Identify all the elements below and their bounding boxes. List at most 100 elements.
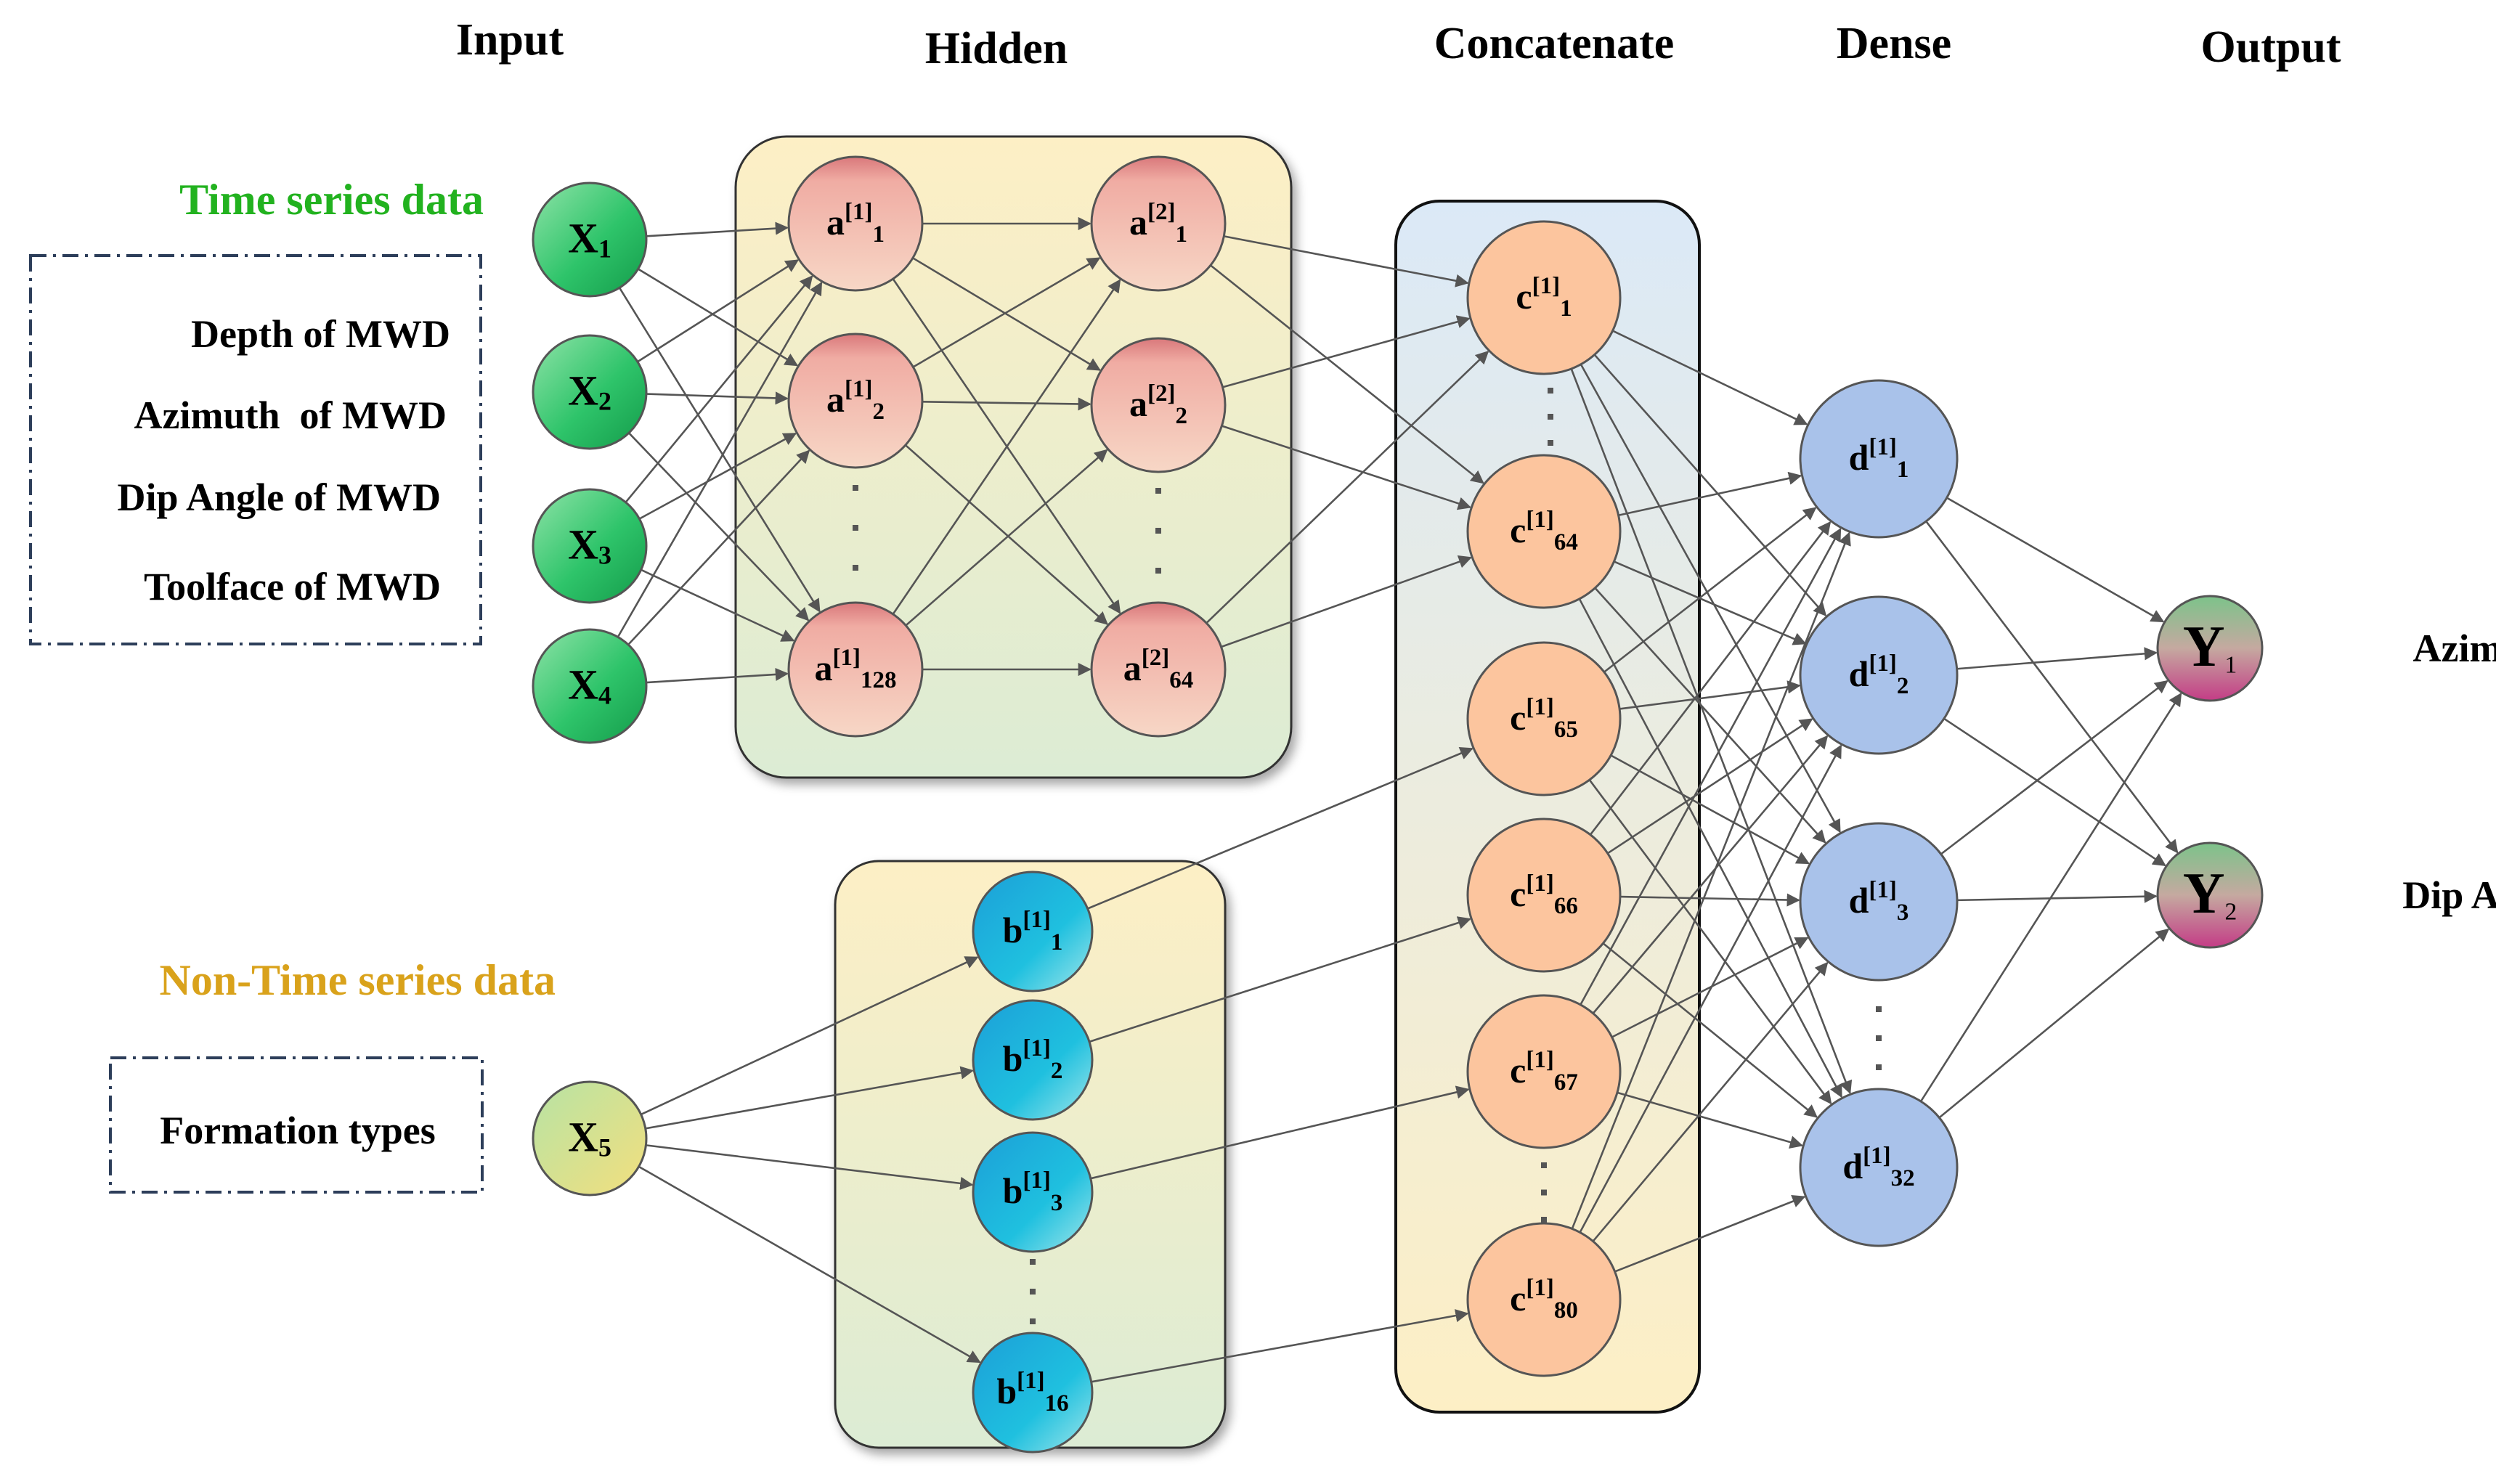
network-nodes: X1X2X3X4X5a[1]1a[1]2a[1]128a[2]1a[2]2a[2… (532, 155, 2264, 1454)
edge-x-a1-0-1 (638, 268, 799, 367)
edge-d-y-1-1 (1943, 717, 2166, 867)
edge-x-a1-3-2 (646, 667, 789, 684)
node-circle (1090, 155, 1227, 292)
node-circle (1466, 1222, 1622, 1377)
edge-a1-a2-2-1 (905, 449, 1108, 627)
node-label: d[1]2 (1849, 651, 1909, 699)
time-series-item-dip-angle: Dip Angle of MWD (118, 476, 442, 519)
ellipsis-b (1030, 1259, 1036, 1324)
node-b1-2: b[1]2 (972, 999, 1094, 1121)
header-dense: Dense (1837, 19, 1951, 68)
node-circle (532, 628, 648, 744)
node-a2-2: a[2]2 (1090, 337, 1227, 473)
edge-c-d-2-0 (1603, 507, 1817, 673)
output-label-2: Dip Angle (2402, 873, 2496, 917)
ellipsis-c-top (1548, 388, 1553, 446)
time-series-title: Time series data (179, 176, 484, 224)
edge-x-a1-2-2 (641, 568, 795, 642)
edge-c-d-3-0 (1589, 521, 1832, 836)
edge-c-d-3-3 (1602, 942, 1818, 1118)
edge-x-a1-3-1 (627, 449, 810, 645)
node-label: d[1]3 (1849, 877, 1909, 926)
node-circle (532, 334, 648, 450)
edge-c-d-1-1 (1613, 560, 1807, 645)
node-label: X3 (568, 521, 611, 569)
ellipsis-c-bottom (1541, 1162, 1547, 1223)
node-c1-67: c[1]67 (1466, 994, 1622, 1149)
node-b1-3: b[1]3 (972, 1131, 1094, 1253)
edge-c-d-5-0 (1571, 531, 1851, 1229)
node-circle (972, 1131, 1094, 1253)
edge-x-a1-3-0 (617, 281, 823, 638)
edge-c-d-2-2 (1610, 754, 1810, 865)
node-label: b[1]1 (1003, 907, 1063, 955)
node-label: b[1]16 (996, 1368, 1068, 1416)
edge-x5-b-3 (638, 1165, 981, 1363)
edge-x-a1-1-1 (646, 391, 789, 405)
node-circle (2156, 841, 2264, 949)
edge-b-c-0 (1087, 747, 1473, 910)
edge-b-c-1 (1089, 916, 1471, 1043)
edge-c-d-5-1 (1579, 744, 1842, 1234)
time-series-item-depth: Depth of MWD (191, 312, 450, 356)
edge-x-a1-1-0 (637, 259, 800, 363)
edge-d-y-1-0 (1956, 647, 2158, 670)
edge-a1-a2-2-0 (892, 279, 1121, 615)
node-label: c[1]64 (1510, 507, 1578, 555)
time-series-item-toolface: Toolface of MWD (144, 565, 441, 608)
edge-c-d-4-2 (1611, 937, 1809, 1038)
edge-d-y-3-0 (1919, 692, 2182, 1102)
node-a2-1: a[2]1 (1090, 155, 1227, 292)
edge-c-d-0-1 (1593, 354, 1827, 617)
time-series-panel: Time series data Depth of MWD Azimuth of… (29, 176, 484, 645)
edge-c-d-4-1 (1592, 735, 1829, 1014)
edge-a1-a2-0-1 (912, 257, 1101, 371)
edge-c-d-4-3 (1617, 1091, 1803, 1149)
edge-a2-c-0-0 (1224, 235, 1469, 288)
edge-x5-b-2 (646, 1144, 974, 1190)
header-input: Input (456, 15, 564, 65)
node-label: d[1]1 (1849, 434, 1909, 483)
node-x5: X5 (532, 1080, 648, 1196)
time-series-dashed-box (29, 254, 482, 645)
node-circle (532, 1080, 648, 1196)
edge-x-a1-0-2 (618, 287, 821, 613)
node-y1: Y1 (2156, 595, 2264, 702)
node-label: c[1]80 (1510, 1275, 1578, 1324)
node-c1-80: c[1]80 (1466, 1222, 1622, 1377)
node-label: X5 (568, 1113, 611, 1162)
node-circle (787, 333, 924, 469)
node-circle (532, 488, 648, 604)
node-label: a[1]2 (826, 376, 885, 425)
node-circle (787, 601, 924, 738)
non-time-series-panel: Non-Time series data Formation types (109, 956, 556, 1194)
node-circle (1466, 818, 1622, 973)
node-circle (532, 182, 648, 298)
edge-c-d-1-3 (1578, 598, 1842, 1098)
node-a1-2: a[1]2 (787, 333, 924, 469)
node-x1: X1 (532, 182, 648, 298)
non-time-series-dashed-box (109, 1056, 484, 1194)
edge-c-d-5-3 (1614, 1194, 1806, 1273)
node-d1-3: d[1]3 (1799, 822, 1959, 982)
edge-c-d-3-2 (1619, 893, 1800, 907)
header-output: Output (2201, 23, 2341, 72)
ellipsis-a1 (853, 485, 858, 571)
node-c1-66: c[1]66 (1466, 818, 1622, 973)
edge-c-d-5-2 (1592, 961, 1829, 1242)
node-label: X4 (568, 661, 611, 709)
node-a1-128: a[1]128 (787, 601, 924, 738)
header-concatenate: Concatenate (1434, 19, 1675, 68)
node-circle (1799, 379, 1959, 539)
node-label: a[2]2 (1129, 380, 1187, 429)
non-time-series-item-formation: Formation types (160, 1109, 435, 1152)
node-b1-1: b[1]1 (972, 871, 1094, 992)
node-d1-2: d[1]2 (1799, 595, 1959, 755)
node-label: b[1]3 (1003, 1167, 1063, 1216)
node-x3: X3 (532, 488, 648, 604)
node-circle (1799, 1088, 1959, 1247)
edge-d-y-2-1 (1956, 889, 2158, 903)
node-label: d[1]32 (1842, 1143, 1914, 1191)
edge-b-c-2 (1090, 1085, 1470, 1180)
